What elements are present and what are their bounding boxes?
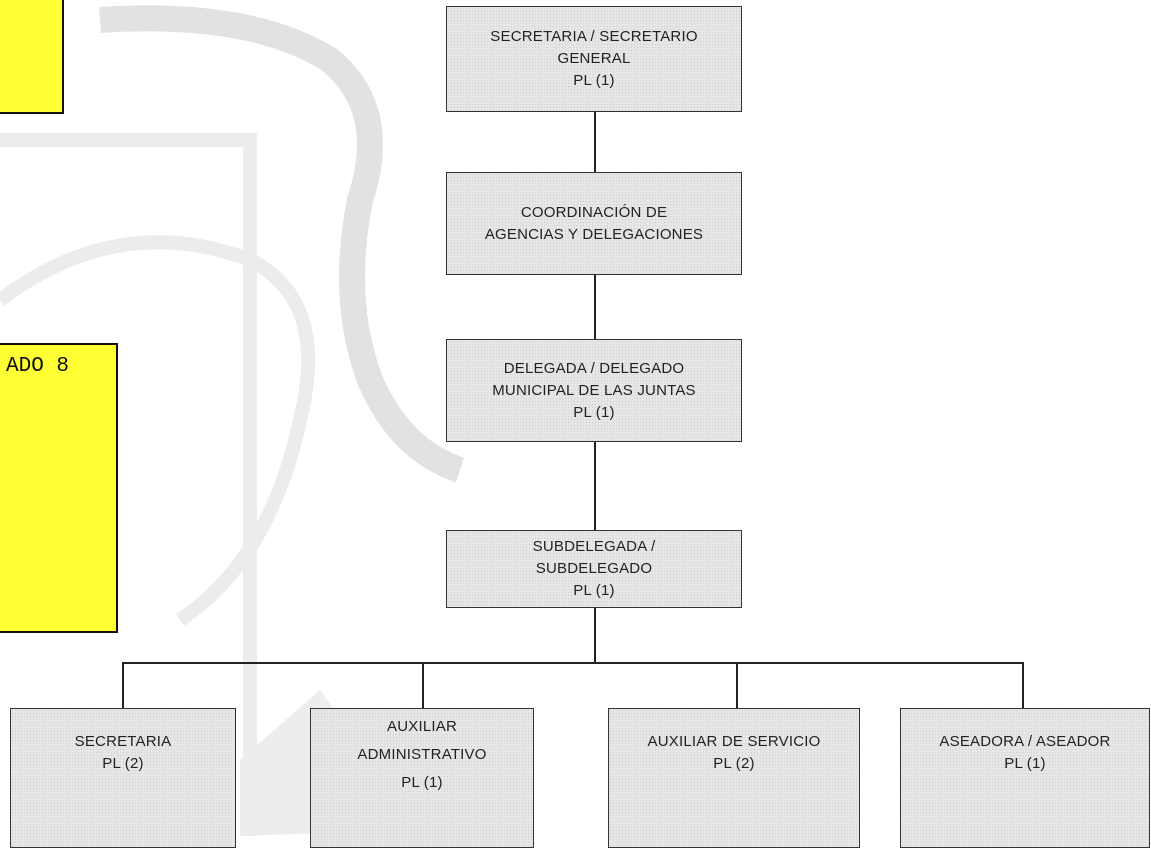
box-secretaria: SECRETARIA PL (2) [10, 708, 236, 848]
connector [122, 662, 124, 708]
box-subdelegado: SUBDELEGADA / SUBDELEGADO PL (1) [446, 530, 742, 608]
note-top-left [0, 0, 64, 114]
box-aseadora: ASEADORA / ASEADOR PL (1) [900, 708, 1150, 848]
note-middle-left: ADO 8 [0, 343, 118, 633]
note-middle-left-text: ADO 8 [6, 355, 70, 378]
box-delegado: DELEGADA / DELEGADO MUNICIPAL DE LAS JUN… [446, 339, 742, 442]
connector [594, 442, 596, 530]
connector [594, 275, 596, 339]
box-auxiliar-administrativo: AUXILIAR ADMINISTRATIVO PL (1) [310, 708, 534, 848]
box-auxiliar-servicio: AUXILIAR DE SERVICIO PL (2) [608, 708, 860, 848]
connector [422, 662, 424, 708]
connector [122, 662, 1024, 664]
connector [736, 662, 738, 708]
box-secretaria-general: SECRETARIA / SECRETARIO GENERAL PL (1) [446, 6, 742, 112]
connector [594, 112, 596, 172]
connector [1022, 662, 1024, 708]
connector [594, 608, 596, 664]
box-coordinacion: COORDINACIÓN DE AGENCIAS Y DELEGACIONES [446, 172, 742, 275]
